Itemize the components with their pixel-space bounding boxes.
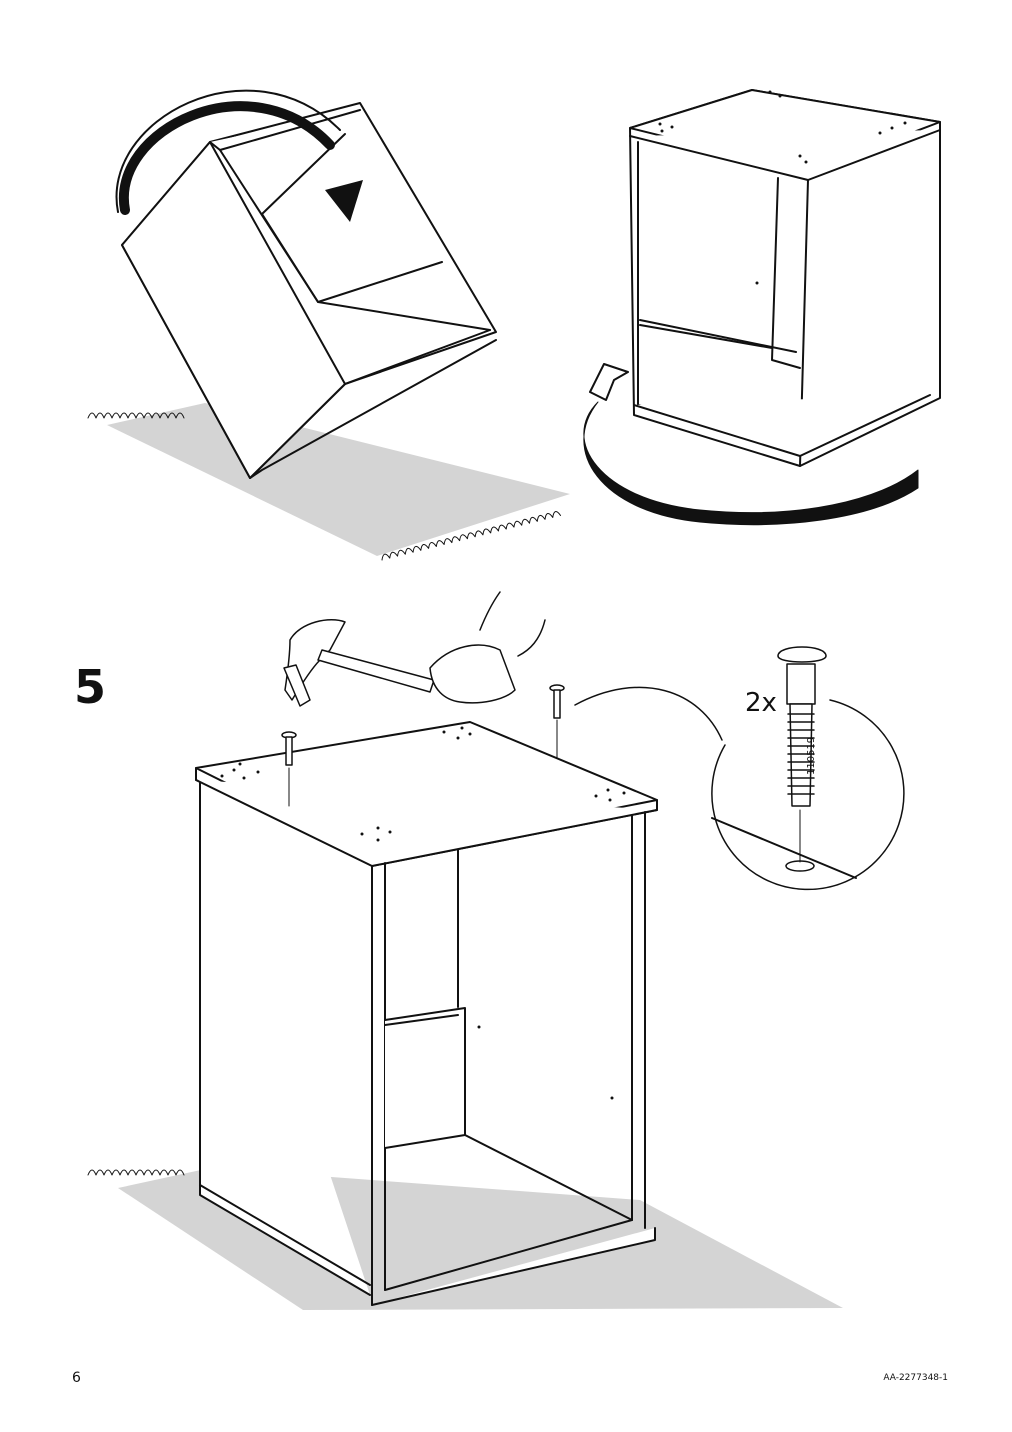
document-code: AA-2277348-1	[883, 1373, 948, 1383]
dowel-left	[281, 731, 297, 807]
cabinet-tilting	[121, 102, 497, 479]
quantity-label: 2x	[745, 688, 777, 718]
hammer-and-hand	[283, 591, 546, 707]
cabinet-main	[195, 721, 658, 1306]
rug-top-left	[87, 403, 570, 561]
arrow-tilt	[115, 89, 363, 222]
page-number: 6	[72, 1370, 81, 1386]
cabinet-upright	[629, 89, 941, 467]
dowel-right	[549, 684, 565, 759]
detail-callout	[574, 646, 905, 891]
dowel-detail	[777, 646, 827, 807]
step-number: 5	[74, 660, 107, 714]
arrow-rotate	[583, 363, 919, 526]
part-number-label: 110519	[806, 736, 817, 775]
